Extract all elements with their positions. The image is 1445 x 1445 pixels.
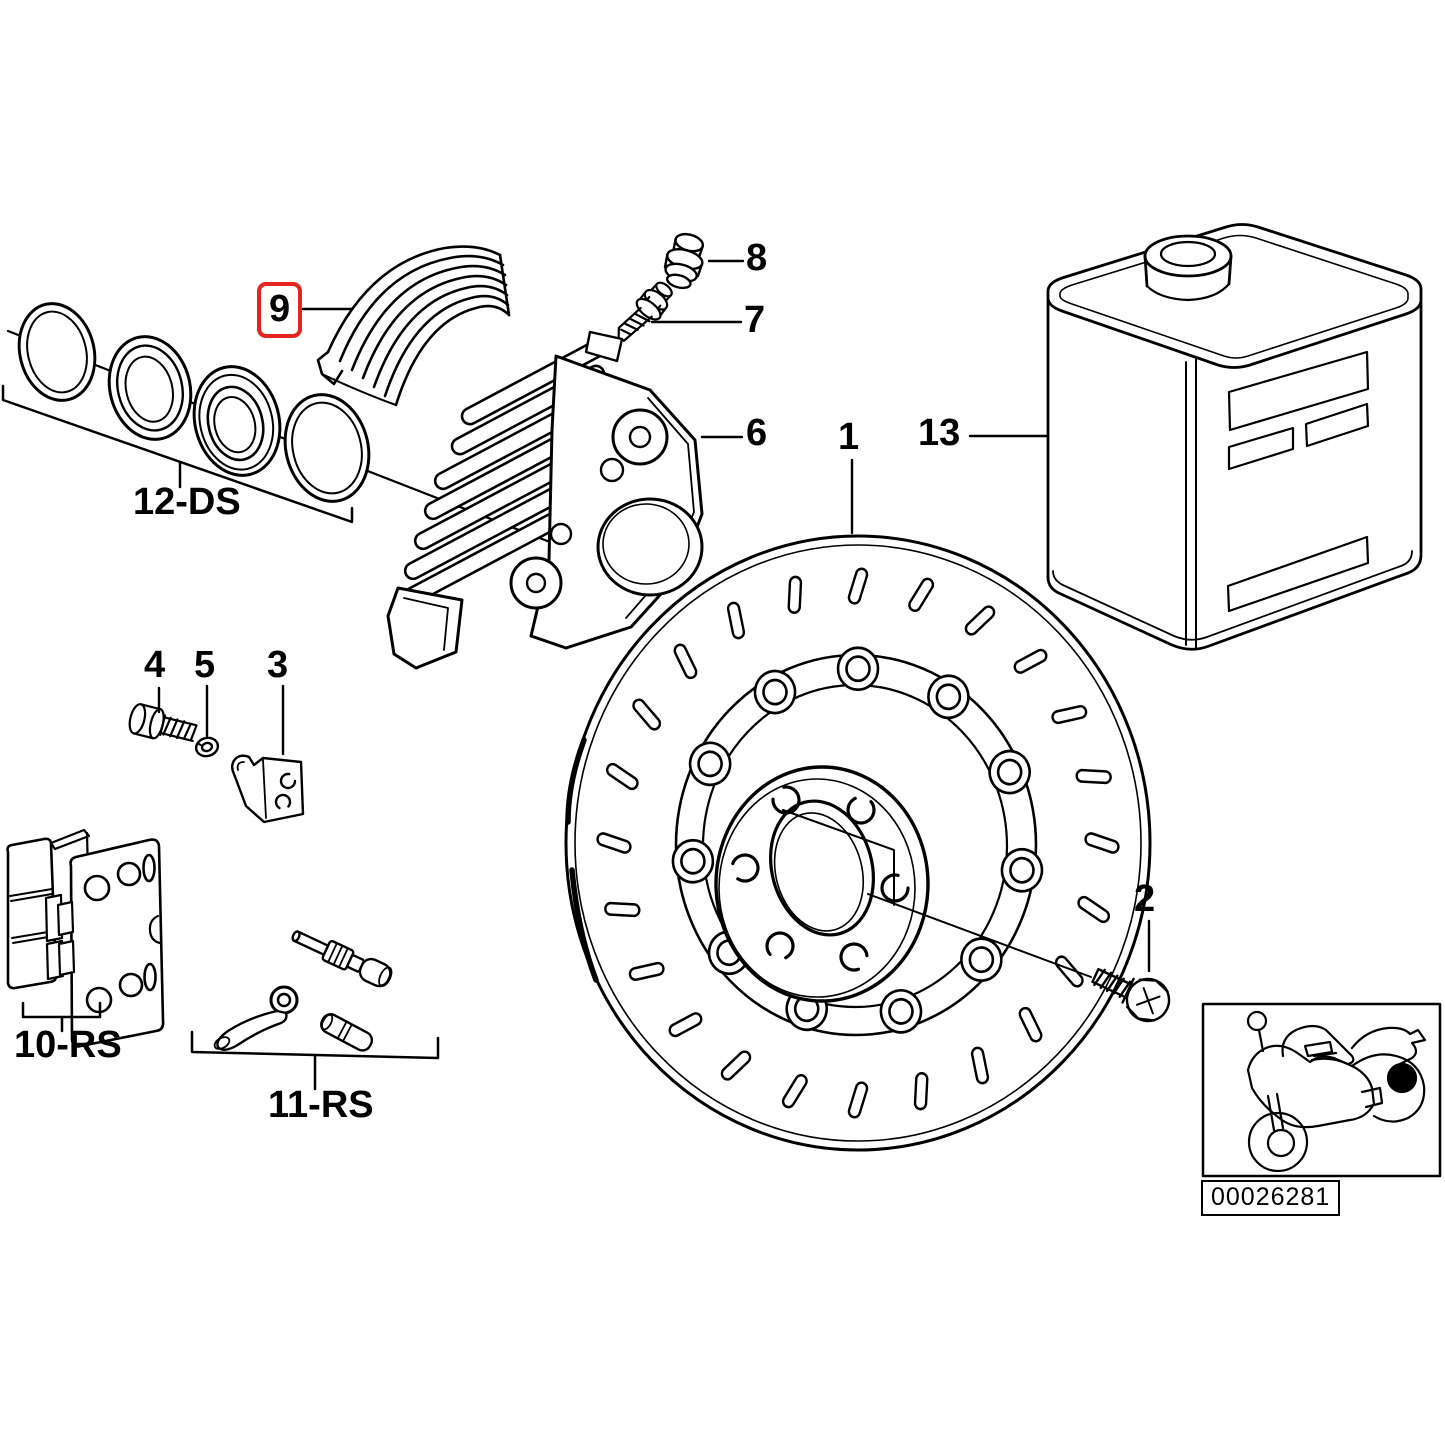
leader-line-hub: [782, 809, 1092, 978]
image-number: 00026281: [1211, 1183, 1331, 1211]
callout-13[interactable]: 13: [918, 412, 961, 454]
caliper-screw-drawing: [128, 703, 198, 742]
callout-8[interactable]: 8: [746, 237, 768, 279]
holder-bracket-drawing: [231, 754, 305, 824]
motorcycle-icon: [1201, 1002, 1442, 1178]
callout-6[interactable]: 6: [746, 412, 768, 454]
callout-group-11-rs[interactable]: 11-RS: [268, 1084, 374, 1126]
bleed-screw-drawing: [617, 281, 673, 342]
pin-kit-drawing: [213, 930, 393, 1052]
disc-screw-drawing: [1091, 967, 1171, 1023]
callout-2[interactable]: 2: [1134, 878, 1156, 920]
bleed-cap-drawing: [663, 232, 705, 290]
brake-disc-drawing: [564, 534, 1152, 1152]
callout-leader-lines: [157, 259, 1151, 973]
brake-pads-drawing: [6, 828, 165, 1048]
dust-boot-drawing: [316, 245, 511, 407]
callout-3[interactable]: 3: [267, 644, 289, 686]
callout-group-12-ds[interactable]: 12-DS: [133, 481, 241, 523]
lock-washer-drawing: [194, 736, 220, 758]
callout-5[interactable]: 5: [194, 644, 216, 686]
bracket-12ds: [1, 384, 354, 524]
bracket-10rs: [21, 1001, 102, 1033]
image-number-box: 00026281: [1201, 1180, 1341, 1216]
callout-9[interactable]: 9: [269, 288, 291, 330]
seal-rings-drawing: [17, 302, 371, 503]
callout-4[interactable]: 4: [144, 644, 166, 686]
highlight-box[interactable]: 9: [257, 282, 303, 338]
callout-7[interactable]: 7: [744, 299, 766, 341]
bracket-11rs: [190, 1030, 440, 1091]
brake-caliper-drawing: [386, 330, 704, 670]
callout-1[interactable]: 1: [838, 416, 860, 458]
brake-fluid-can-drawing: [1046, 223, 1423, 651]
disc-hub-drawing: [714, 765, 930, 1003]
callout-group-10-rs[interactable]: 10-RS: [14, 1024, 122, 1066]
